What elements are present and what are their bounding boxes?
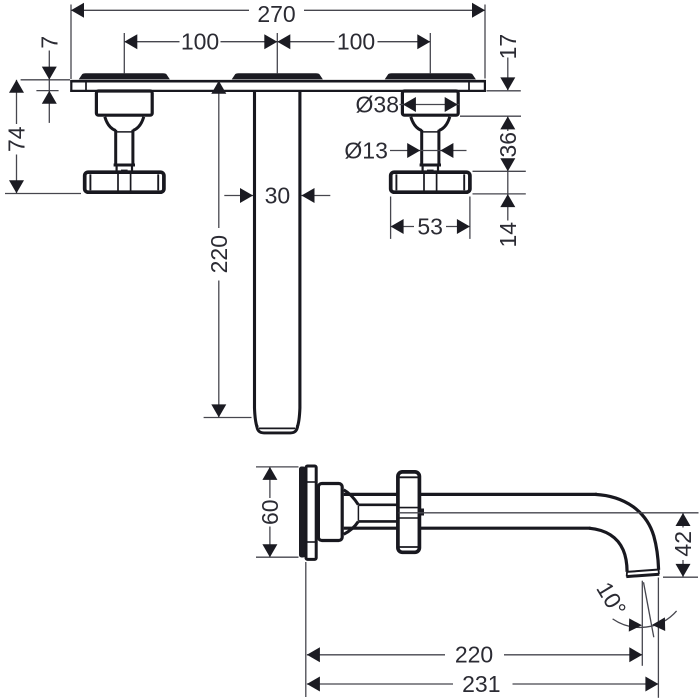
svg-text:74: 74 xyxy=(4,126,30,152)
svg-text:30: 30 xyxy=(265,182,291,208)
svg-text:60: 60 xyxy=(257,499,283,525)
svg-text:17: 17 xyxy=(495,34,521,60)
svg-text:100: 100 xyxy=(337,29,375,55)
svg-text:Ø13: Ø13 xyxy=(344,137,387,163)
svg-text:14: 14 xyxy=(495,222,521,248)
svg-text:Ø38: Ø38 xyxy=(356,91,399,117)
svg-text:220: 220 xyxy=(455,642,493,668)
svg-text:10°: 10° xyxy=(591,577,631,620)
svg-text:270: 270 xyxy=(257,1,295,27)
svg-text:100: 100 xyxy=(181,29,219,55)
svg-text:42: 42 xyxy=(670,531,696,557)
svg-text:231: 231 xyxy=(462,671,500,697)
svg-text:220: 220 xyxy=(206,235,232,273)
svg-text:7: 7 xyxy=(37,36,63,49)
svg-text:53: 53 xyxy=(417,213,443,239)
svg-text:36: 36 xyxy=(495,132,521,158)
